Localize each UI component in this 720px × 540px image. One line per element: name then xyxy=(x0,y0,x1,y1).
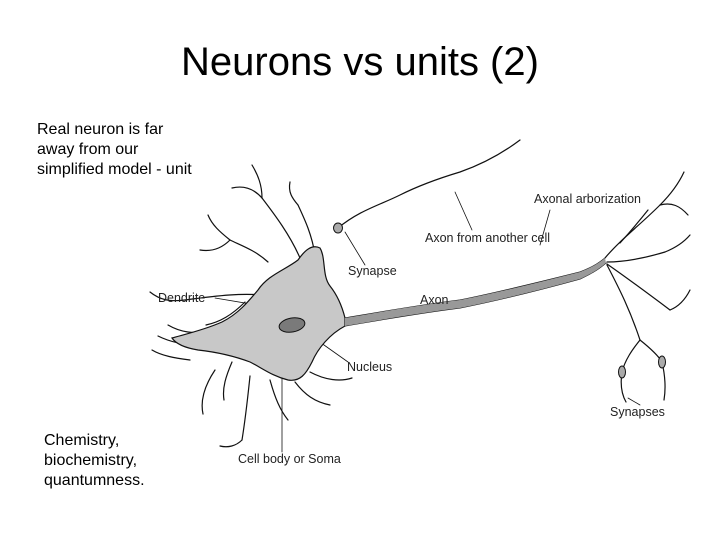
pointer-line xyxy=(454,191,473,231)
pointer-line xyxy=(627,397,641,406)
dendrite-branch xyxy=(309,371,353,381)
dendrite-branch xyxy=(231,186,263,199)
synapse-terminal xyxy=(333,222,343,234)
axon-terminal xyxy=(664,234,691,253)
axon-terminal xyxy=(606,251,666,263)
dendrite-branch xyxy=(199,239,231,252)
dendrite-branch xyxy=(201,369,216,415)
axon-terminal xyxy=(604,204,661,259)
slide-title: Neurons vs units (2) xyxy=(181,40,539,84)
synapse-terminal xyxy=(658,355,666,369)
dendrite-branch xyxy=(207,214,231,241)
axon-fill xyxy=(345,258,606,326)
synapse-terminal xyxy=(618,365,626,379)
dendrite-branch xyxy=(241,375,251,441)
label-axonal-arborization: Axonal arborization xyxy=(534,192,641,206)
nucleus-shape xyxy=(278,317,306,333)
dendrite-branch xyxy=(229,239,269,263)
cell-body-soma xyxy=(171,246,346,381)
label-dendrite: Dendrite xyxy=(158,291,205,305)
note-chemistry: Chemistry, biochemistry, quantumness. xyxy=(44,432,145,489)
dendrite-branch xyxy=(294,381,331,406)
label-synapses: Synapses xyxy=(610,405,665,419)
dendrite-branch xyxy=(222,361,233,401)
axon-terminal xyxy=(659,203,689,216)
label-cell-body: Cell body or Soma xyxy=(238,452,341,466)
axon-terminal xyxy=(606,264,641,341)
axon-terminal xyxy=(669,289,691,311)
dendrite-branch xyxy=(261,197,301,259)
dendrite-branch xyxy=(149,291,186,302)
note-real-neuron: Real neuron is far away from our simplif… xyxy=(37,121,192,178)
dendrite-branch xyxy=(205,301,246,326)
axon-from-another-cell xyxy=(337,139,521,229)
axon-terminal xyxy=(659,171,685,206)
label-synapse: Synapse xyxy=(348,264,397,278)
pointer-line xyxy=(344,231,366,266)
axon-terminal xyxy=(606,263,671,311)
label-nucleus: Nucleus xyxy=(347,360,392,374)
dendrite-branch xyxy=(251,164,263,199)
dendrite-branch xyxy=(219,439,243,448)
dendrite-branch xyxy=(288,181,299,206)
dendrite-branch xyxy=(151,349,191,361)
label-axon-from-another-cell: Axon from another cell xyxy=(425,231,550,245)
pointer-line xyxy=(539,209,551,246)
label-axon: Axon xyxy=(420,293,449,307)
axon-terminal xyxy=(619,209,649,244)
dendrite-branch xyxy=(269,379,289,421)
